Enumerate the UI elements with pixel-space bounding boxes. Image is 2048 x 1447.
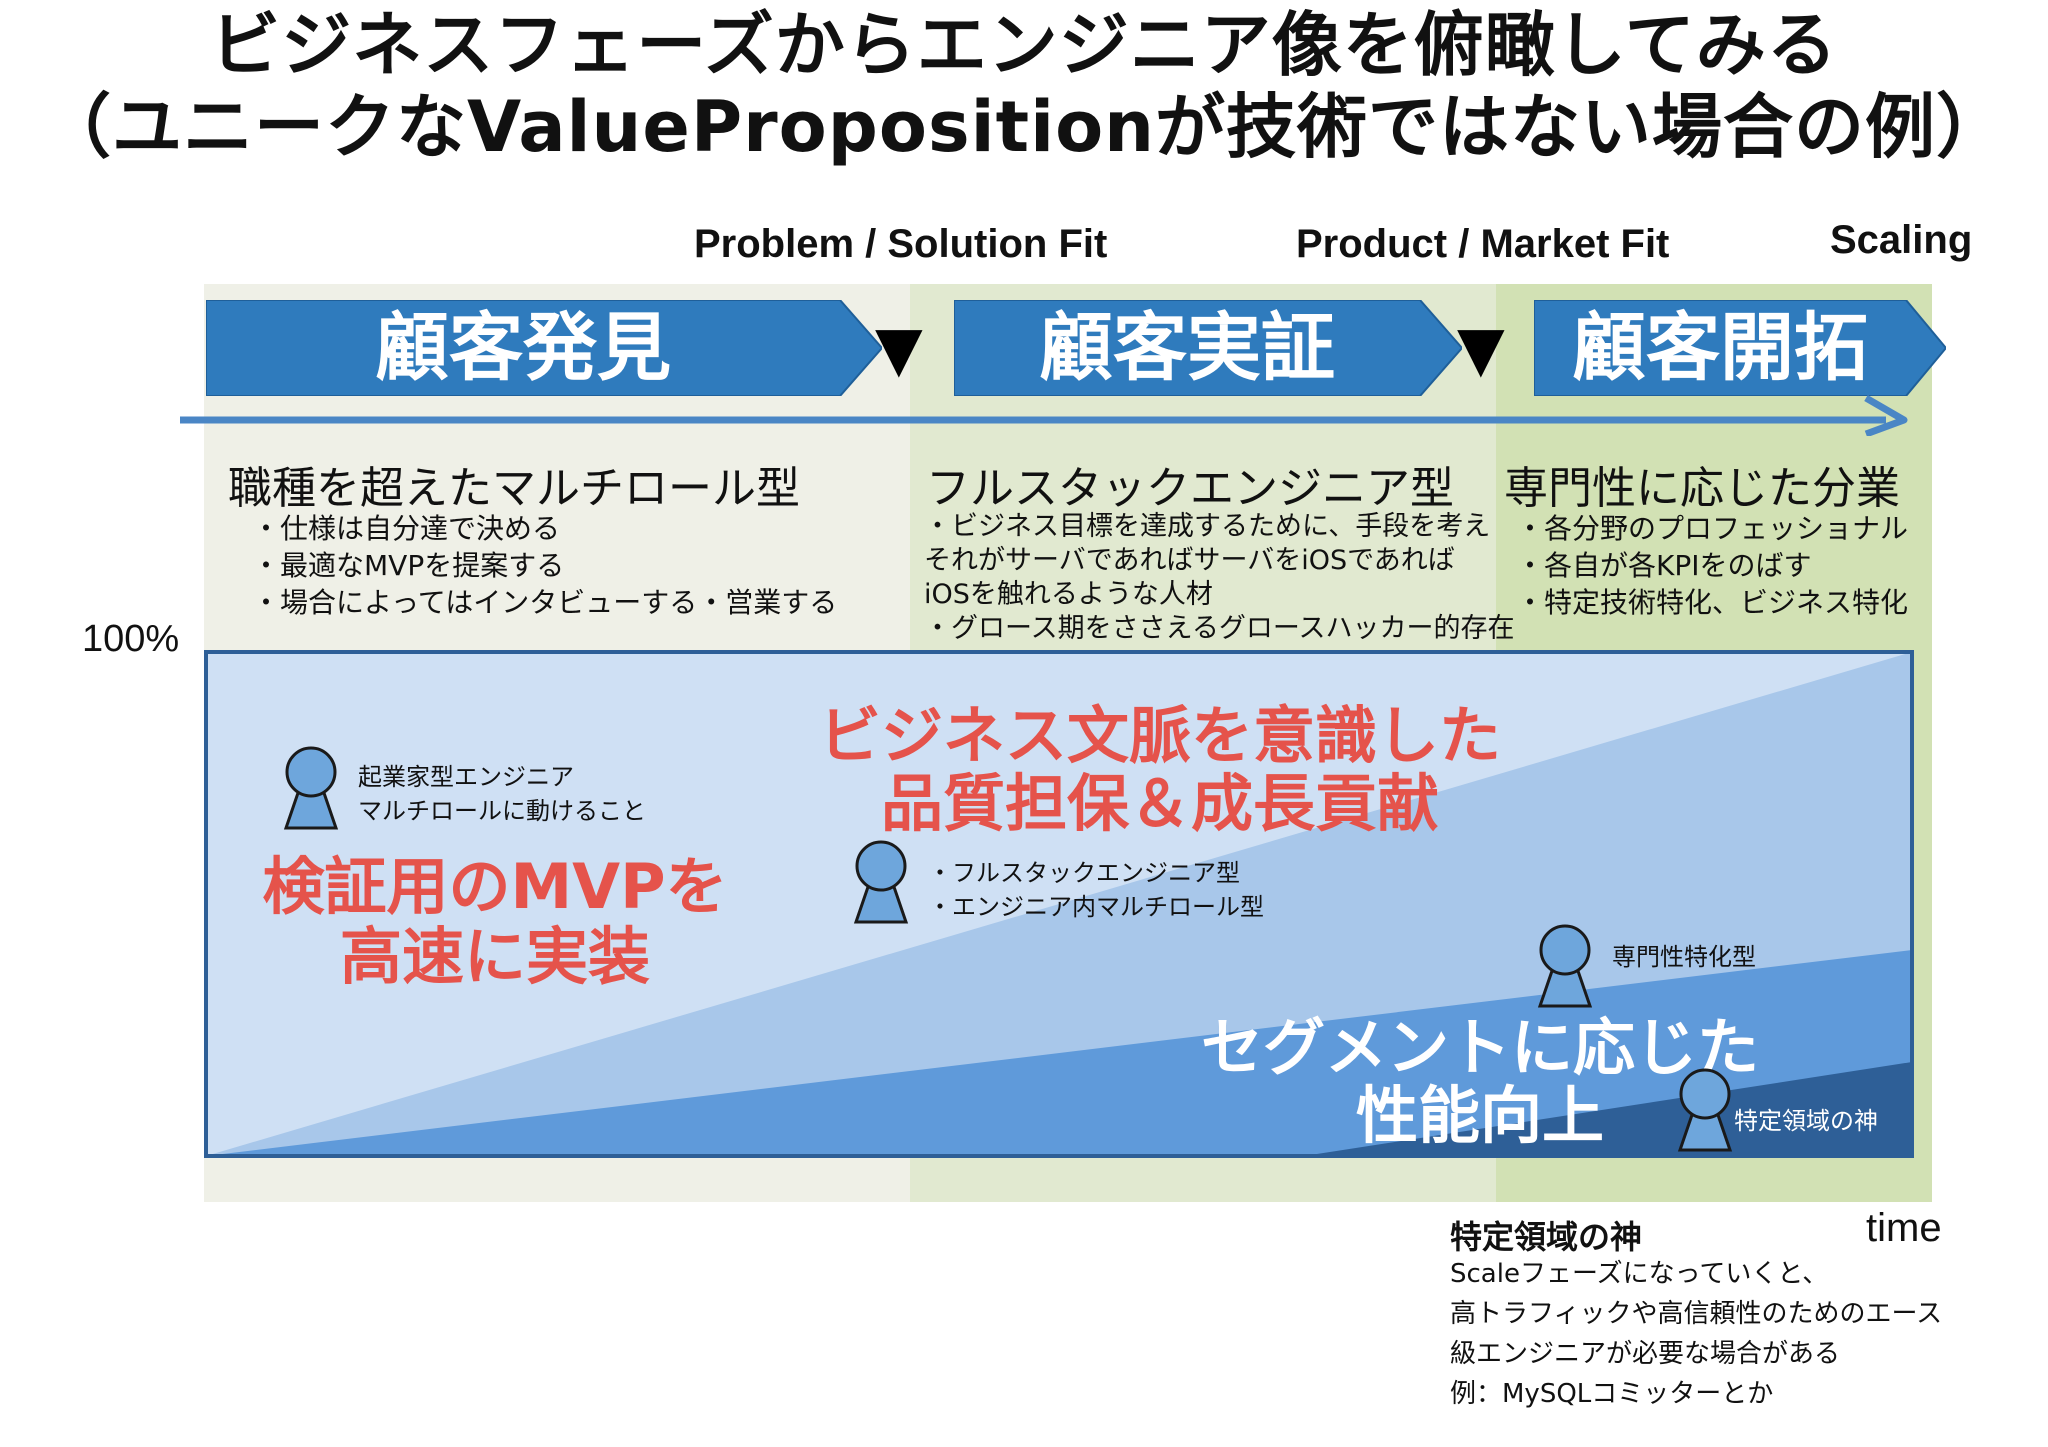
- stage-arrow-validation: 顧客実証: [954, 300, 1462, 396]
- bullet: iOSを触れるような人材: [924, 579, 1213, 610]
- phase-label-problem-solution: Problem / Solution Fit: [694, 222, 1108, 266]
- column-bullets-fullstack: ・ビジネス目標を達成するために、手段を考え それがサーバであればサーバをiOSで…: [924, 510, 1515, 646]
- bullet: ・場合によってはインタビューする・営業する: [252, 586, 838, 619]
- person-label-line: 起業家型エンジニア: [358, 763, 574, 791]
- footnote-body: Scaleフェーズになっていくと、 高トラフィックや高信頼性のためのエース 級エ…: [1450, 1254, 1942, 1414]
- bullet: ・ビジネス目標を達成するために、手段を考え: [924, 511, 1491, 542]
- region-label-mvp: 検証用のMVPを 高速に実装: [230, 852, 760, 992]
- person-label-line: マルチロールに動けること: [358, 797, 646, 825]
- stage-separator-1: ▼: [875, 312, 923, 385]
- region-label-performance-line-1: セグメントに応じた: [1200, 1011, 1759, 1084]
- column-bullets-specialization: ・各分野のプロフェッショナル ・各自が各KPIをのばす ・特定技術特化、ビジネス…: [1516, 510, 1908, 621]
- person-label-line: ・エンジニア内マルチロール型: [928, 893, 1264, 921]
- footnote-heading: 特定領域の神: [1450, 1218, 1643, 1256]
- footnote-line: 級エンジニアが必要な場合がある: [1450, 1339, 1841, 1369]
- person-icon-specialist: [1536, 922, 1594, 1012]
- bullet: ・各自が各KPIをのばす: [1516, 549, 1812, 582]
- column-heading-fullstack: フルスタックエンジニア型: [926, 463, 1454, 514]
- bullet: ・仕様は自分達で決める: [252, 512, 561, 545]
- region-label-performance-line-2: 性能向上: [1355, 1079, 1604, 1152]
- stage-arrow-creation: 顧客開拓: [1534, 300, 1946, 396]
- person-label-domain-god: 特定領域の神: [1734, 1104, 1878, 1138]
- stage-label-discovery: 顧客発見: [375, 305, 671, 391]
- region-label-business-line-2: 品質担保＆成長貢献: [880, 767, 1439, 840]
- stage-arrow-discovery: 顧客発見: [206, 300, 882, 396]
- bullet: ・グロース期をささえるグロースハッカー的存在: [924, 613, 1515, 644]
- person-label-specialist: 専門性特化型: [1612, 940, 1756, 974]
- column-heading-multirole: 職種を超えたマルチロール型: [228, 463, 800, 514]
- x-axis-label: time: [1866, 1206, 1942, 1250]
- title-line-2: （ユニークなValuePropositionが技術ではない場合の例）: [40, 86, 2008, 168]
- region-label-business-line-1: ビジネス文脈を意識した: [818, 699, 1501, 772]
- bullet: それがサーバであればサーバをiOSであれば: [924, 545, 1455, 576]
- region-label-mvp-line-2: 高速に実装: [339, 920, 650, 993]
- person-label-entrepreneur: 起業家型エンジニア マルチロールに動けること: [358, 760, 646, 828]
- footnote-line: 高トラフィックや高信頼性のためのエース: [1450, 1299, 1943, 1329]
- region-label-performance: セグメントに応じた 性能向上: [1170, 1014, 1790, 1150]
- title-line-1: ビジネスフェーズからエンジニア像を俯瞰してみる: [210, 4, 1838, 86]
- person-icon-entrepreneur: [282, 744, 340, 834]
- y-axis-top-label: 100%: [82, 618, 180, 660]
- timeline-arrow: [180, 394, 1908, 436]
- person-label-line: ・フルスタックエンジニア型: [928, 859, 1240, 887]
- person-label-line: 特定領域の神: [1734, 1107, 1878, 1135]
- stage-label-creation: 顧客開拓: [1572, 305, 1868, 391]
- region-label-business: ビジネス文脈を意識した 品質担保＆成長貢献: [790, 702, 1530, 838]
- person-label-fullstack: ・フルスタックエンジニア型 ・エンジニア内マルチロール型: [928, 856, 1264, 924]
- area-diagram: [204, 650, 1914, 1158]
- bullet: ・各分野のプロフェッショナル: [1516, 512, 1909, 545]
- region-label-mvp-line-1: 検証用のMVPを: [262, 850, 728, 923]
- footnote-line: 例：MySQLコミッターとか: [1450, 1379, 1774, 1409]
- column-bullets-multirole: ・仕様は自分達で決める ・最適なMVPを提案する ・場合によってはインタビューす…: [252, 510, 837, 621]
- column-heading-specialization: 専門性に応じた分業: [1504, 463, 1900, 514]
- stage-label-validation: 顧客実証: [1039, 305, 1335, 391]
- phase-label-product-market: Product / Market Fit: [1296, 222, 1670, 266]
- bullet: ・特定技術特化、ビジネス特化: [1516, 586, 1909, 619]
- footnote-line: Scaleフェーズになっていくと、: [1450, 1259, 1829, 1289]
- bullet: ・最適なMVPを提案する: [252, 549, 565, 582]
- stage-separator-2: ▼: [1457, 312, 1505, 385]
- phase-label-scaling: Scaling: [1830, 218, 1973, 262]
- person-icon-domain-god: [1676, 1066, 1734, 1156]
- person-icon-fullstack: [852, 838, 910, 928]
- area-region-specialist: [1304, 1062, 1912, 1156]
- area-region-performance: [206, 950, 1912, 1156]
- person-label-line: 専門性特化型: [1612, 943, 1756, 971]
